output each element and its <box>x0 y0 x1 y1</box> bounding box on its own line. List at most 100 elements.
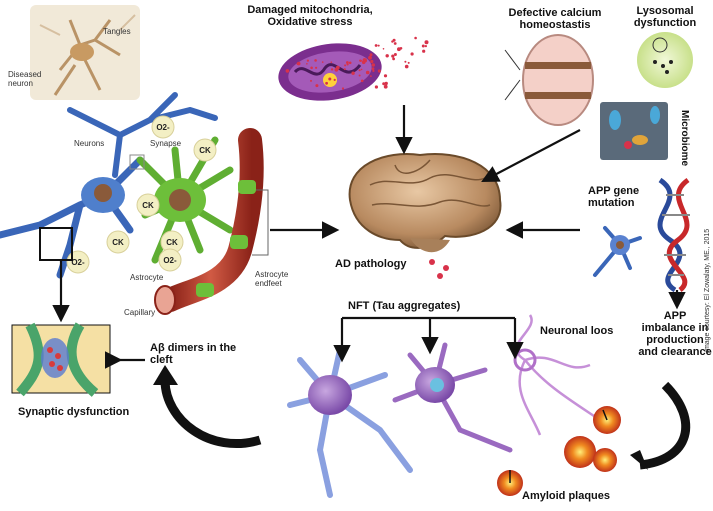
bubble-superoxide: O2- <box>158 248 182 272</box>
capillary <box>154 128 269 315</box>
nft-bracket <box>340 316 517 355</box>
ros-dot <box>344 64 347 67</box>
ros-dot <box>374 85 378 89</box>
bubble-text: CK <box>199 146 211 155</box>
neuronal-loss-label: Neuronal loos <box>540 325 614 337</box>
arrows <box>52 105 686 369</box>
ros-dot <box>334 67 339 72</box>
ros-dot <box>359 59 362 62</box>
ros-dot <box>370 75 372 77</box>
blue-neuron-top <box>67 92 218 178</box>
ros-dot <box>315 66 318 69</box>
ros-dot <box>296 62 299 65</box>
neuron-healthy <box>287 347 413 498</box>
ros-dot <box>384 81 388 86</box>
synapse-marker <box>129 154 145 170</box>
ros-dot <box>368 55 372 60</box>
ros-dot <box>377 69 381 73</box>
bubble-text: CK <box>166 238 178 247</box>
ros-dot <box>346 61 349 64</box>
ros-dot <box>393 53 397 56</box>
ros-dot <box>360 68 363 71</box>
microbiome-image <box>600 102 668 160</box>
diseased-neuron-label: Diseased neuron <box>8 70 42 88</box>
ros-dot <box>424 40 429 45</box>
ros-dot <box>310 66 313 70</box>
bubble-text: CK <box>142 201 154 210</box>
amyloid-plaques <box>497 406 621 496</box>
ros-dot <box>315 84 319 88</box>
ros-dot <box>358 74 361 77</box>
ros-dot <box>421 44 425 48</box>
ros-dot <box>360 79 364 83</box>
ros-dot <box>407 61 410 64</box>
ros-dot <box>424 45 427 48</box>
ros-dot <box>374 44 378 47</box>
ros-dot <box>422 49 426 53</box>
ros-dot <box>370 59 374 64</box>
ros-dot <box>372 69 375 72</box>
neurovascular-unit: O2- CK CK CK CK O2- O2- <box>0 92 269 315</box>
ros-dot <box>362 58 367 63</box>
diseased-neuron-sketch <box>30 5 140 100</box>
lysosome <box>637 32 693 88</box>
bubble-text: O2- <box>71 258 85 267</box>
synaptic-dysfunction-inset <box>11 322 111 397</box>
ros-dot <box>391 54 395 58</box>
ros-dot <box>330 68 334 71</box>
capillary-label: Capillary <box>124 308 156 317</box>
bubble-ck: CK <box>106 230 130 254</box>
calcium-label: Defective calcium homeostastis <box>508 7 602 31</box>
nft-label: NFT (Tau aggregates) <box>348 300 461 312</box>
ros-dot <box>404 60 407 63</box>
bubble-text: O2- <box>156 123 170 132</box>
image-credit: Image courtesy: El Zowalaty, ME., 2015 <box>704 228 711 352</box>
synapse-label: Synapse <box>150 139 182 148</box>
bubble-text: O2- <box>163 256 177 265</box>
ros-dot <box>306 59 309 62</box>
ros-dot <box>369 53 373 57</box>
neurons-label: Neurons <box>74 139 105 148</box>
ros-dot <box>346 63 349 66</box>
abeta-label: Aβ dimers in the cleft <box>150 342 237 366</box>
lysosomal-label: Lysosomal dysfunction <box>633 5 697 29</box>
neuron-tangled <box>392 342 513 453</box>
ros-dot <box>306 63 308 65</box>
ros-dot <box>393 42 397 45</box>
ros-dot <box>392 57 395 61</box>
neuron-dying <box>513 314 601 436</box>
arrow-calcium-to-brain <box>481 129 581 183</box>
astrocyte-endfeet-label: Astrocyte endfeet <box>255 270 289 288</box>
brain <box>348 153 502 279</box>
ros-dot <box>343 68 346 71</box>
ros-dot <box>371 67 375 71</box>
ros-dot <box>382 82 386 86</box>
ros-dot <box>321 61 324 63</box>
app-imbalance-label: APP imbalance in production and clearanc… <box>638 310 712 358</box>
ros-dot <box>385 54 389 58</box>
bubble-ck: CK <box>160 230 184 254</box>
calcium-cell <box>504 34 594 126</box>
ros-dot <box>377 44 380 47</box>
ros-dot <box>383 74 388 78</box>
ros-dot <box>382 48 385 50</box>
mitochondrion <box>278 36 429 101</box>
bubble-superoxide: O2- <box>151 115 175 139</box>
curved-arrow-right <box>639 381 691 470</box>
bubble-ck: CK <box>193 138 217 162</box>
ros-dot <box>351 71 355 75</box>
app-neuron <box>593 226 642 277</box>
astrocyte <box>136 136 234 264</box>
damaged-mito-label: Damaged mitochondria, Oxidative stress <box>247 4 373 28</box>
ros-dot <box>285 69 290 73</box>
amyloid-plaques-label: Amyloid plaques <box>522 490 611 502</box>
ros-dot <box>341 87 345 90</box>
ros-dot <box>392 38 396 42</box>
ros-dot <box>348 61 352 65</box>
ros-dot <box>314 59 317 62</box>
ros-dot <box>399 47 403 50</box>
bubble-superoxide: O2- <box>66 250 90 274</box>
dna-helix <box>657 177 690 293</box>
ros-dot <box>328 77 332 81</box>
